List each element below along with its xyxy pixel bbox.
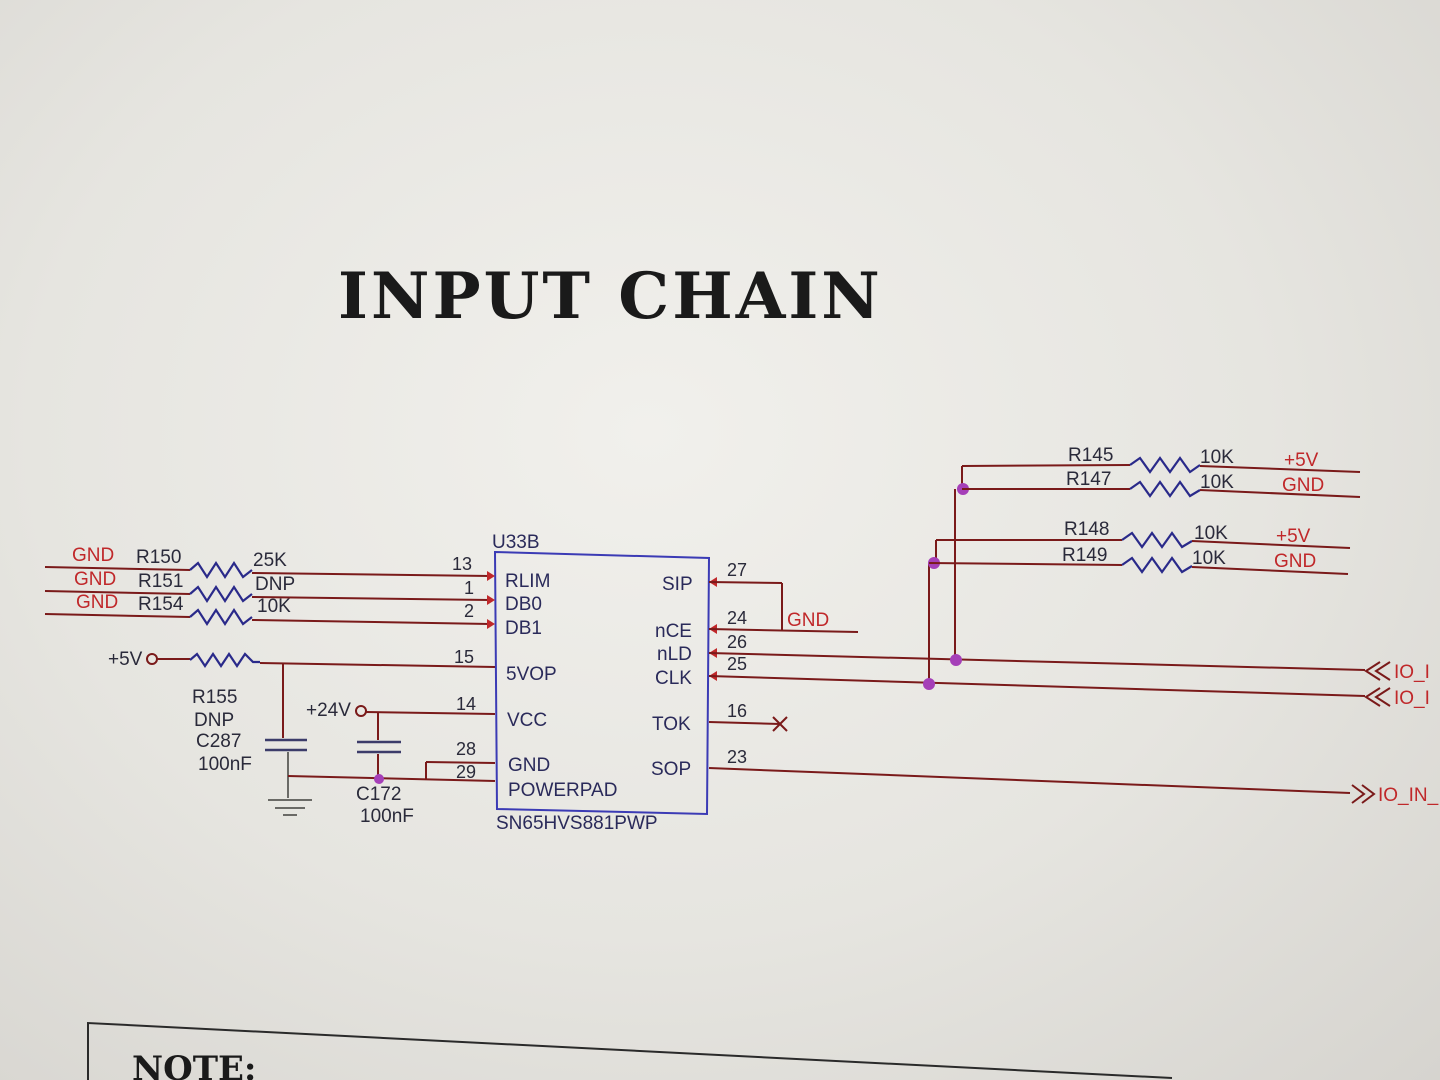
resistor-value: DNP	[194, 710, 234, 731]
pin-name: SOP	[651, 759, 691, 780]
resistor-value: 25K	[253, 550, 287, 571]
pin-name: DB0	[505, 594, 542, 615]
schematic-title: INPUT CHAIN	[338, 259, 883, 334]
net-label-5v: +5V	[1284, 450, 1319, 471]
offpage-connectors: IO_I IO_I IO_IN_	[1351, 661, 1439, 806]
resistor-value: 10K	[1200, 447, 1234, 468]
resistor-value: 10K	[1194, 523, 1228, 544]
pin-name: DB1	[505, 618, 542, 639]
pin-number: 23	[727, 747, 747, 767]
pin-number: 27	[727, 560, 747, 580]
resistor-ref: R149	[1062, 545, 1107, 566]
net-label-gnd: GND	[72, 545, 114, 566]
ic-part-number: SN65HVS881PWP	[496, 813, 658, 834]
c172-group: +24V C172 100nF	[287, 700, 496, 827]
pin-number: 2	[464, 601, 474, 621]
note-label: NOTE:	[132, 1049, 256, 1080]
offpage-label: IO_I	[1394, 688, 1430, 709]
resistor-ref: R145	[1068, 445, 1113, 466]
pin-name: GND	[508, 755, 550, 776]
pin-number: 29	[456, 762, 476, 782]
pin-number: 28	[456, 739, 476, 759]
net-label-5v: +5V	[108, 649, 143, 670]
net-label-24v: +24V	[306, 700, 351, 721]
net-label-gnd: GND	[76, 592, 118, 613]
pin-name: CLK	[655, 668, 692, 689]
resistor-value: 10K	[1192, 548, 1226, 569]
note-section: NOTE:	[87, 1021, 1173, 1080]
resistor-ref: R150	[136, 547, 181, 568]
pin-number: 1	[464, 578, 474, 598]
resistor-value: DNP	[255, 574, 295, 595]
pin-number: 25	[727, 654, 747, 674]
pin-number: 24	[727, 608, 747, 628]
pin-number: 13	[452, 554, 472, 574]
resistor-value: 10K	[1200, 472, 1234, 493]
pin-number: 16	[727, 701, 747, 721]
offpage-label: IO_IN_	[1378, 785, 1439, 806]
pin-name: RLIM	[505, 571, 550, 592]
net-label-gnd: GND	[74, 569, 116, 590]
capacitor-ref: C287	[196, 731, 241, 752]
resistor-ref: R151	[138, 571, 183, 592]
resistor-ref: R155	[192, 687, 237, 708]
right-wiring: GND R145 10K +5V	[708, 445, 1366, 794]
offpage-label: IO_I	[1394, 662, 1430, 683]
resistor-value: 10K	[257, 596, 291, 617]
pin-name: SIP	[662, 574, 693, 595]
pin-name: POWERPAD	[508, 780, 617, 801]
r155-group: +5V R155 DNP	[108, 649, 496, 731]
pin-number: 15	[454, 647, 474, 667]
c287-group: C287 100nF	[196, 664, 312, 816]
pin-name: VCC	[507, 710, 547, 731]
left-resistor-group: GND R150 25K GND R151 DNP GND R154 10K	[44, 545, 491, 627]
resistor-ref: R147	[1066, 469, 1111, 490]
capacitor-ref: C172	[356, 784, 401, 805]
pin-name: TOK	[652, 714, 691, 735]
net-label-5v: +5V	[1276, 526, 1311, 547]
resistor-ref: R154	[138, 594, 184, 615]
pin-name: nCE	[655, 621, 692, 642]
resistor-ref: R148	[1064, 519, 1109, 540]
capacitor-value: 100nF	[360, 806, 414, 827]
pin-number: 26	[727, 632, 747, 652]
pin-number: 14	[456, 694, 476, 714]
capacitor-value: 100nF	[198, 754, 252, 775]
net-label-gnd: GND	[1274, 551, 1316, 572]
net-label-gnd: GND	[1282, 475, 1324, 496]
pin-name: nLD	[657, 644, 692, 665]
ic-ref: U33B	[492, 532, 540, 553]
pin-name: 5VOP	[506, 664, 557, 685]
ic-u33b: U33B SN65HVS881PWP 13 1 2 15 14 28 29 RL…	[452, 532, 747, 834]
net-label-gnd: GND	[787, 610, 829, 631]
